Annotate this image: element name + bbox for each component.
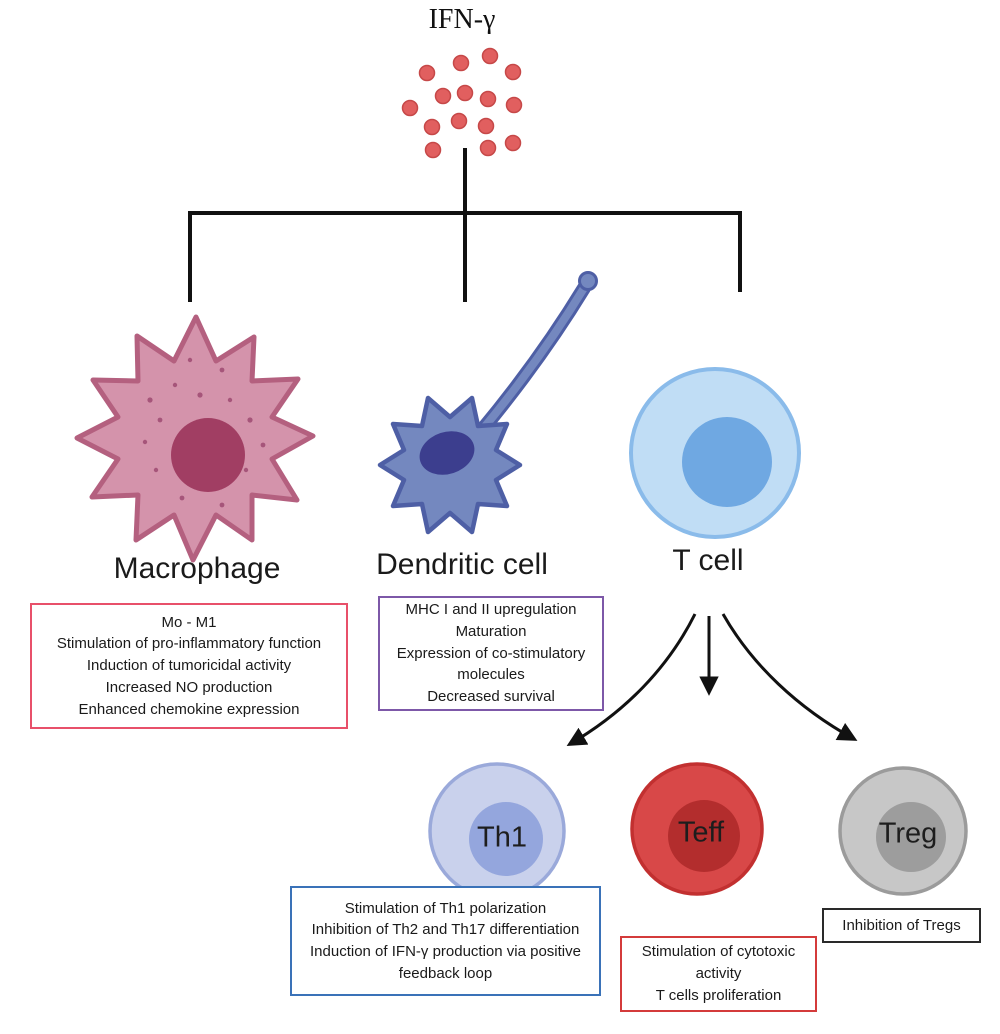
- dendritic-cell-label: Dendritic cell: [376, 548, 548, 581]
- treg-effects-box: Inhibition of Tregs: [822, 908, 981, 943]
- effect-line: Maturation: [455, 622, 527, 640]
- effect-line: Increased NO production: [105, 678, 273, 696]
- teff-label: Teff: [677, 816, 725, 849]
- connector-lines: [188, 148, 742, 302]
- macrophage-label: Macrophage: [113, 552, 281, 585]
- effect-line: Stimulation of pro-inflammatory function: [56, 635, 322, 653]
- teff-effects-box: Stimulation of cytotoxic activity T cell…: [620, 936, 817, 1012]
- treg-label: Treg: [878, 817, 938, 850]
- macrophage-effects-box: Mo - M1 Stimulation of pro-inflammatory …: [30, 603, 348, 729]
- ifn-gamma-molecules-icon: [401, 47, 523, 159]
- dendritic-effects-box: MHC I and II upregulation Maturation Exp…: [378, 596, 604, 711]
- t-cell-label: T cell: [672, 544, 744, 577]
- th1-cell-icon: [428, 762, 566, 900]
- effect-line: Stimulation of Th1 polarization: [344, 899, 547, 917]
- effect-line: T cells proliferation: [655, 986, 782, 1004]
- macrophage-cell-icon: [74, 314, 316, 563]
- th1-effects-box: Stimulation of Th1 polarization Inhibiti…: [290, 886, 601, 996]
- t-cell-differentiation-arrows: [566, 613, 858, 746]
- effect-line: MHC I and II upregulation: [405, 601, 577, 619]
- effect-line: Expression of co-stimulatory molecules: [396, 644, 586, 684]
- effect-line: Inhibition of Th2 and Th17 differentiati…: [311, 921, 580, 939]
- effect-line: Mo - M1: [161, 613, 217, 631]
- dendritic-cell-icon: [377, 271, 598, 535]
- effect-line: Induction of tumoricidal activity: [86, 657, 292, 675]
- effect-line: Enhanced chemokine expression: [78, 700, 300, 718]
- effect-line: Decreased survival: [427, 688, 555, 706]
- th1-label: Th1: [477, 821, 527, 854]
- effect-line: Stimulation of cytotoxic activity: [641, 943, 796, 983]
- effect-line: Inhibition of Tregs: [842, 916, 961, 934]
- treg-cell-icon: [838, 766, 968, 896]
- effect-line: Induction of IFN-γ production via positi…: [310, 943, 581, 982]
- diagram-title: IFN-γ: [428, 4, 496, 35]
- macrophage-granules-icon: [142, 357, 266, 508]
- teff-cell-icon: [630, 762, 764, 896]
- t-cell-icon: [629, 367, 801, 539]
